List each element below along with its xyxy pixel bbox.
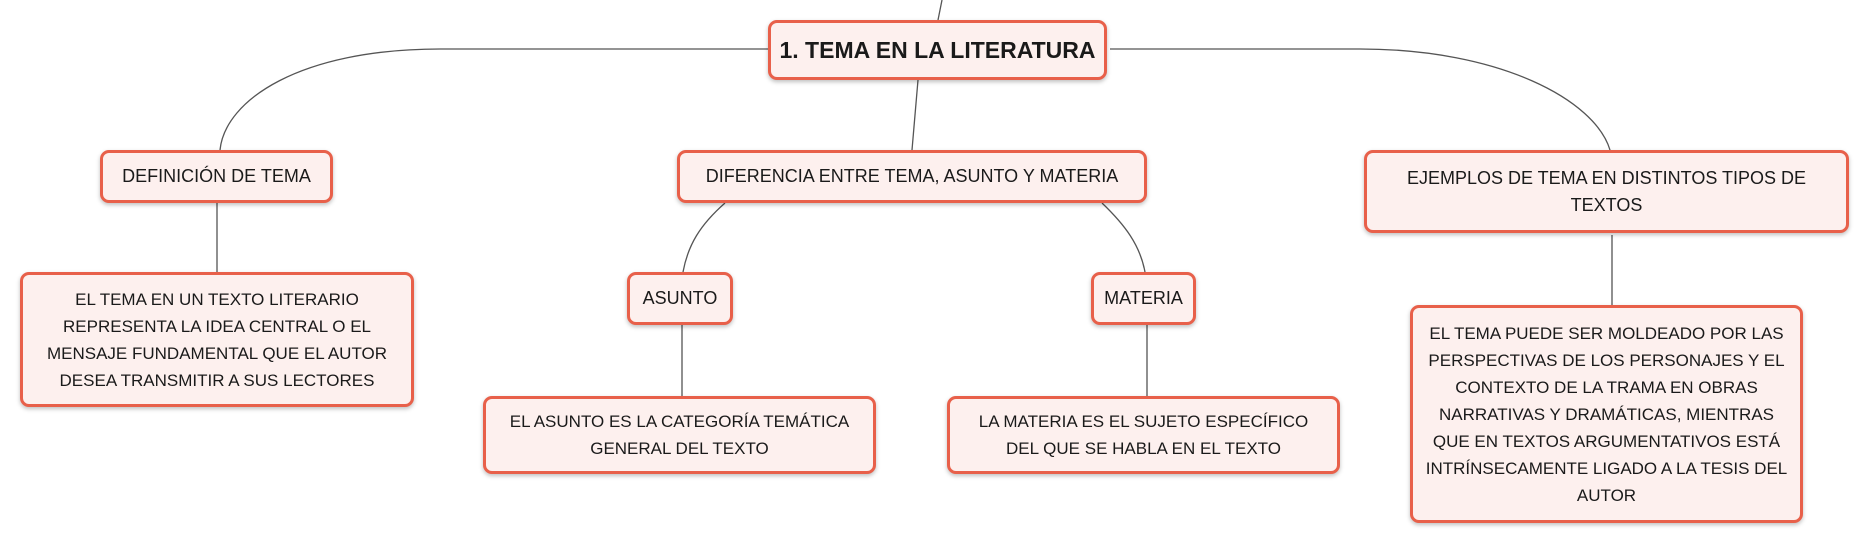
- topic-asunto[interactable]: ASUNTO: [627, 272, 733, 325]
- connector-diferencia-materia: [1101, 202, 1146, 273]
- topic-definicion[interactable]: DEFINICIÓN DE TEMA: [100, 150, 333, 203]
- connector-root-diferencia: [911, 79, 919, 151]
- connector-root-ejemplos: [1110, 48, 1611, 151]
- ejemplos-detail-text: EL TEMA PUEDE SER MOLDEADO POR LAS PERSP…: [1425, 323, 1788, 505]
- root-topic[interactable]: 1. TEMA EN LA LITERATURA: [768, 20, 1107, 80]
- connector-root-parent: [937, 0, 943, 21]
- connector-diferencia-asunto: [682, 202, 726, 273]
- topic-materia-label: MATERIA: [1104, 288, 1183, 308]
- topic-diferencia[interactable]: DIFERENCIA ENTRE TEMA, ASUNTO Y MATERIA: [677, 150, 1147, 203]
- definicion-detail[interactable]: EL TEMA EN UN TEXTO LITERARIO REPRESENTA…: [20, 272, 414, 407]
- topic-asunto-label: ASUNTO: [642, 288, 718, 308]
- topic-diferencia-label: DIFERENCIA ENTRE TEMA, ASUNTO Y MATERIA: [705, 166, 1119, 186]
- topic-definicion-label: DEFINICIÓN DE TEMA: [122, 166, 311, 186]
- topic-materia[interactable]: MATERIA: [1091, 272, 1196, 325]
- definicion-detail-text: EL TEMA EN UN TEXTO LITERARIO REPRESENTA…: [46, 289, 388, 390]
- root-topic-label: 1. TEMA EN LA LITERATURA: [779, 36, 1096, 63]
- topic-ejemplos-label: EJEMPLOS DE TEMA EN DISTINTOS TIPOS DE T…: [1406, 167, 1807, 215]
- connector-root-definicion: [219, 48, 770, 151]
- materia-detail[interactable]: LA MATERIA ES EL SUJETO ESPECÍFICO DEL Q…: [947, 396, 1340, 474]
- ejemplos-detail[interactable]: EL TEMA PUEDE SER MOLDEADO POR LAS PERSP…: [1410, 305, 1803, 523]
- asunto-detail[interactable]: EL ASUNTO ES LA CATEGORÍA TEMÁTICA GENER…: [483, 396, 876, 474]
- materia-detail-text: LA MATERIA ES EL SUJETO ESPECÍFICO DEL Q…: [978, 412, 1309, 458]
- topic-ejemplos[interactable]: EJEMPLOS DE TEMA EN DISTINTOS TIPOS DE T…: [1364, 150, 1849, 233]
- asunto-detail-text: EL ASUNTO ES LA CATEGORÍA TEMÁTICA GENER…: [509, 412, 850, 458]
